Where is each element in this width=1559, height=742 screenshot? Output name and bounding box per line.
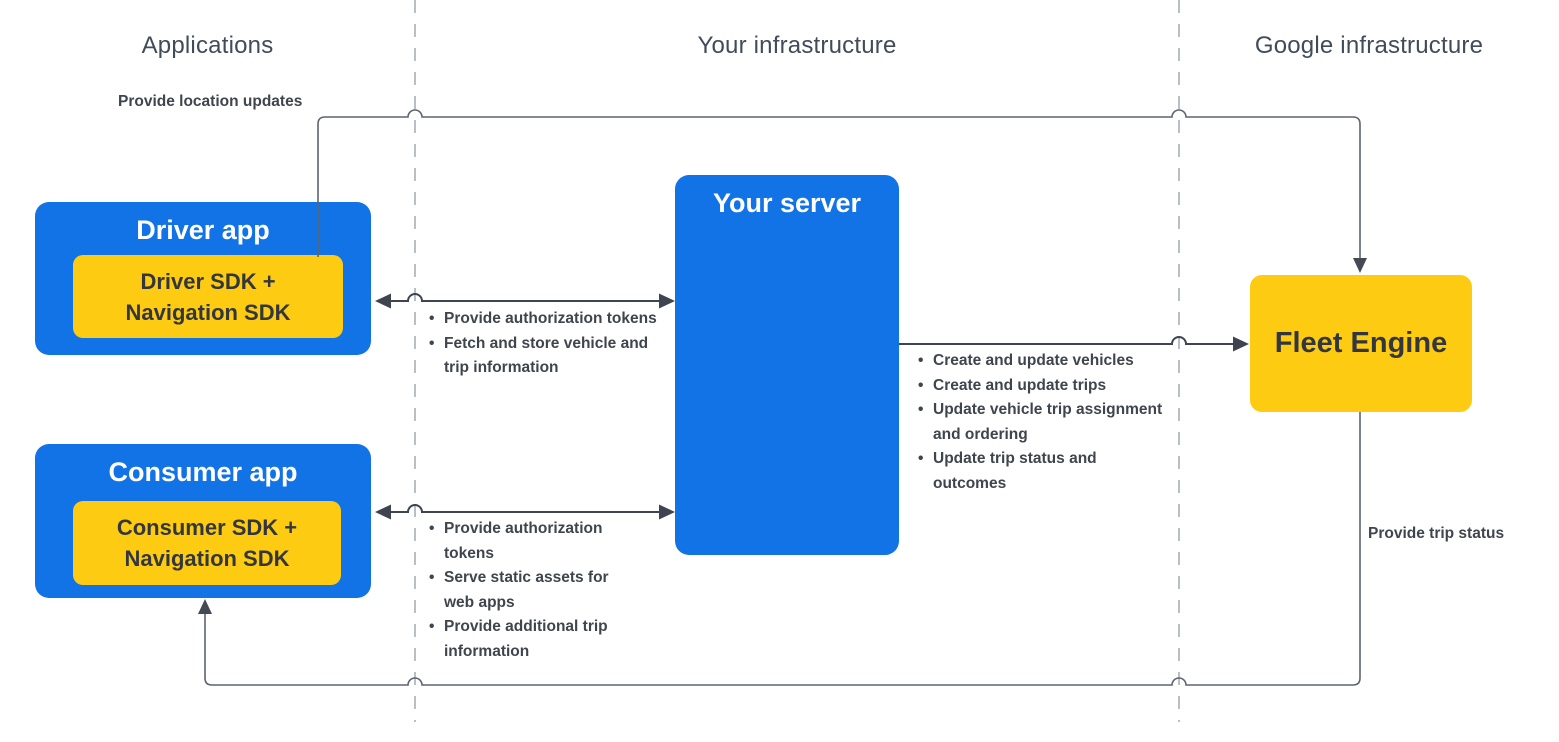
- list-item: Provide additional trip information: [427, 615, 632, 664]
- column-header-google-infrastructure: Google infrastructure: [1254, 32, 1484, 59]
- edge-list-driver-server: Provide authorization tokens Fetch and s…: [427, 307, 657, 381]
- edge-list-consumer-server: Provide authorization tokens Serve stati…: [427, 517, 632, 664]
- list-item: Fetch and store vehicle and trip informa…: [427, 332, 657, 381]
- arrow-left-icon: [375, 293, 391, 309]
- arrow-right-icon: [1233, 336, 1249, 352]
- arrow-right-icon: [659, 504, 675, 520]
- your-server-title: Your server: [712, 188, 862, 218]
- arrow-up-icon: [198, 599, 212, 614]
- list-item: Provide authorization tokens: [427, 307, 657, 332]
- box-consumer-sdk: Consumer SDK + Navigation SDK: [73, 501, 341, 585]
- list-item: Provide authorization tokens: [427, 517, 632, 566]
- edge-label-provide-location-updates: Provide location updates: [118, 93, 303, 110]
- edge-consumer-server: [389, 504, 661, 513]
- edge-label-provide-trip-status: Provide trip status: [1368, 525, 1505, 542]
- edge-server-fleet: [899, 336, 1235, 345]
- edge-driver-server: [389, 293, 661, 302]
- column-header-applications: Applications: [141, 32, 274, 59]
- node-your-server: Your server: [675, 175, 899, 555]
- arrow-down-icon: [1353, 258, 1367, 273]
- consumer-app-title: Consumer app: [108, 457, 298, 487]
- node-fleet-engine: Fleet Engine: [1250, 275, 1472, 412]
- list-item: Create and update trips: [916, 374, 1168, 399]
- arrow-right-icon: [659, 293, 675, 309]
- fleet-engine-title: Fleet Engine: [1274, 327, 1448, 359]
- list-item: Create and update vehicles: [916, 349, 1168, 374]
- list-item: Serve static assets for web apps: [427, 566, 632, 615]
- edge-list-server-fleet: Create and update vehicles Create and up…: [916, 349, 1168, 496]
- arrow-left-icon: [375, 504, 391, 520]
- column-header-your-infrastructure: Your infrastructure: [697, 32, 897, 59]
- list-item: Update trip status and outcomes: [916, 447, 1168, 496]
- box-driver-sdk: Driver SDK + Navigation SDK: [73, 255, 343, 338]
- driver-app-title: Driver app: [136, 215, 270, 245]
- list-item: Update vehicle trip assignment and order…: [916, 398, 1168, 447]
